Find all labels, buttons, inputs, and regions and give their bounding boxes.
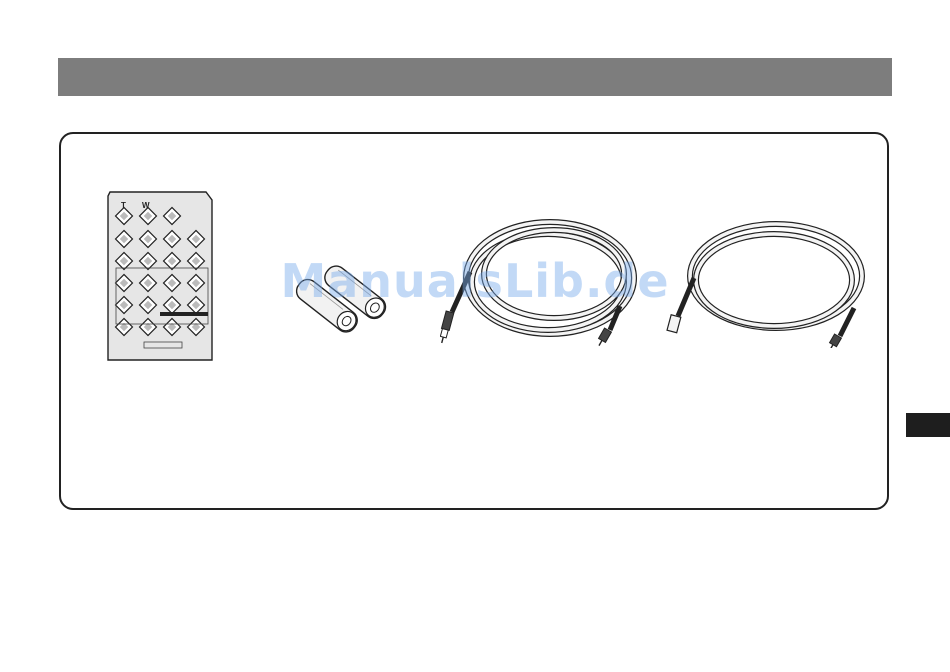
header-bar — [58, 58, 892, 96]
extension-cable-illustration — [664, 212, 874, 348]
section-tab — [906, 413, 950, 437]
av-cable-illustration — [440, 212, 640, 348]
batteries-illustration — [286, 255, 398, 347]
remote-control-illustration: T W — [106, 190, 214, 364]
